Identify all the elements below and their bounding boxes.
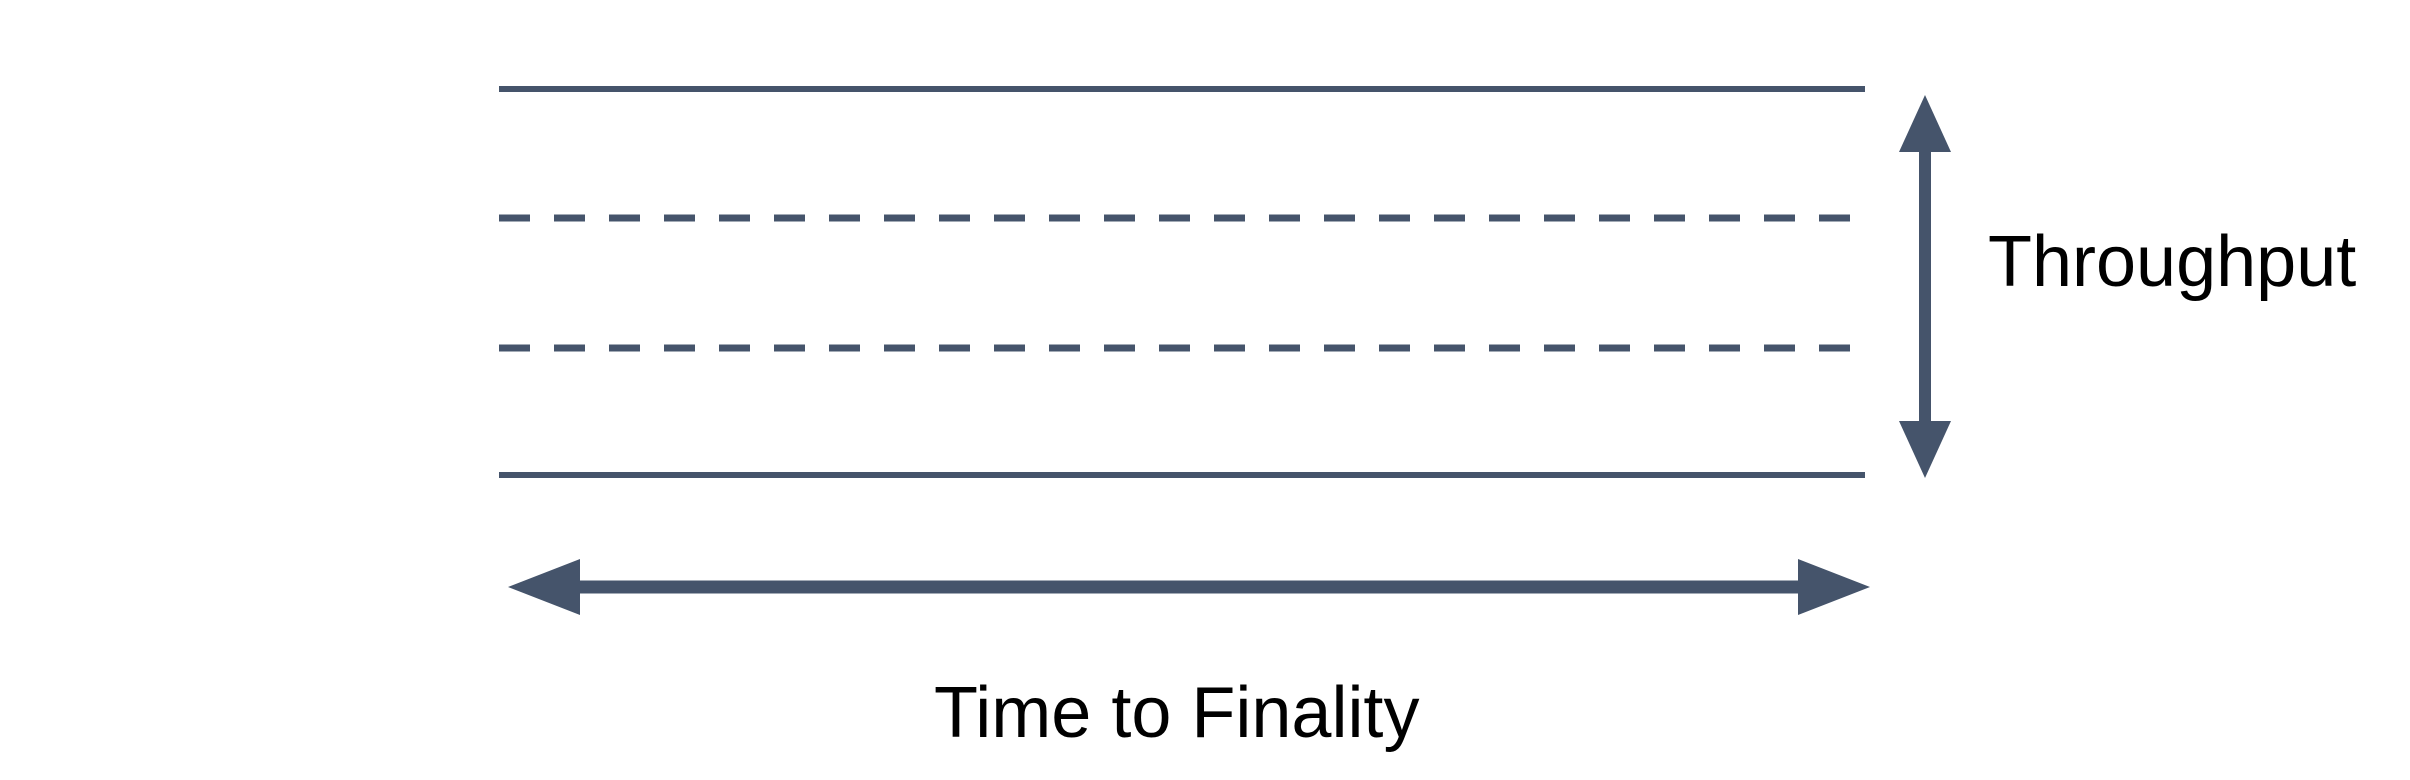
time-to-finality-arrow-head-right (1798, 559, 1870, 615)
throughput-label: Throughput (1988, 222, 2357, 302)
throughput-arrow-head-down (1899, 421, 1951, 478)
lane-lines (499, 86, 1865, 478)
time-to-finality-arrow-head-left (508, 559, 580, 615)
time-to-finality-arrow (508, 559, 1870, 615)
time-to-finality-arrow-shaft (580, 580, 1798, 594)
throughput-arrow-head-up (1899, 95, 1951, 152)
throughput-arrow (1899, 95, 1951, 478)
throughput-arrow-shaft (1919, 152, 1931, 421)
time-to-finality-label: Time to Finality (934, 673, 1420, 753)
